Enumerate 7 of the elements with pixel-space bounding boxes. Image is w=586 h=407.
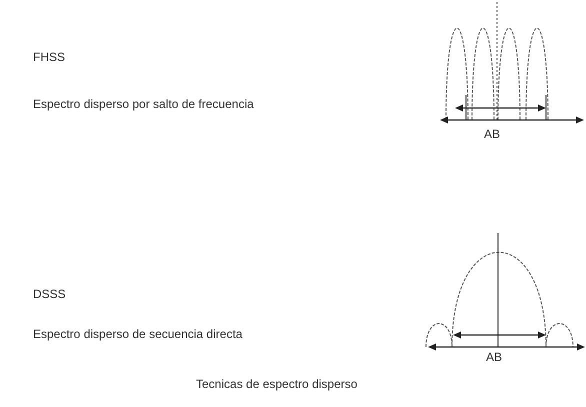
- technique-description: Espectro disperso por salto de frecuencia: [33, 97, 254, 111]
- technique-name: DSSS: [33, 287, 66, 301]
- technique-name: FHSS: [33, 50, 66, 64]
- bandwidth-label: AB: [486, 350, 502, 364]
- technique-description: Espectro disperso de secuencia directa: [33, 327, 242, 341]
- bandwidth-label: AB: [484, 127, 500, 141]
- caption: Tecnicas de espectro disperso: [196, 377, 358, 391]
